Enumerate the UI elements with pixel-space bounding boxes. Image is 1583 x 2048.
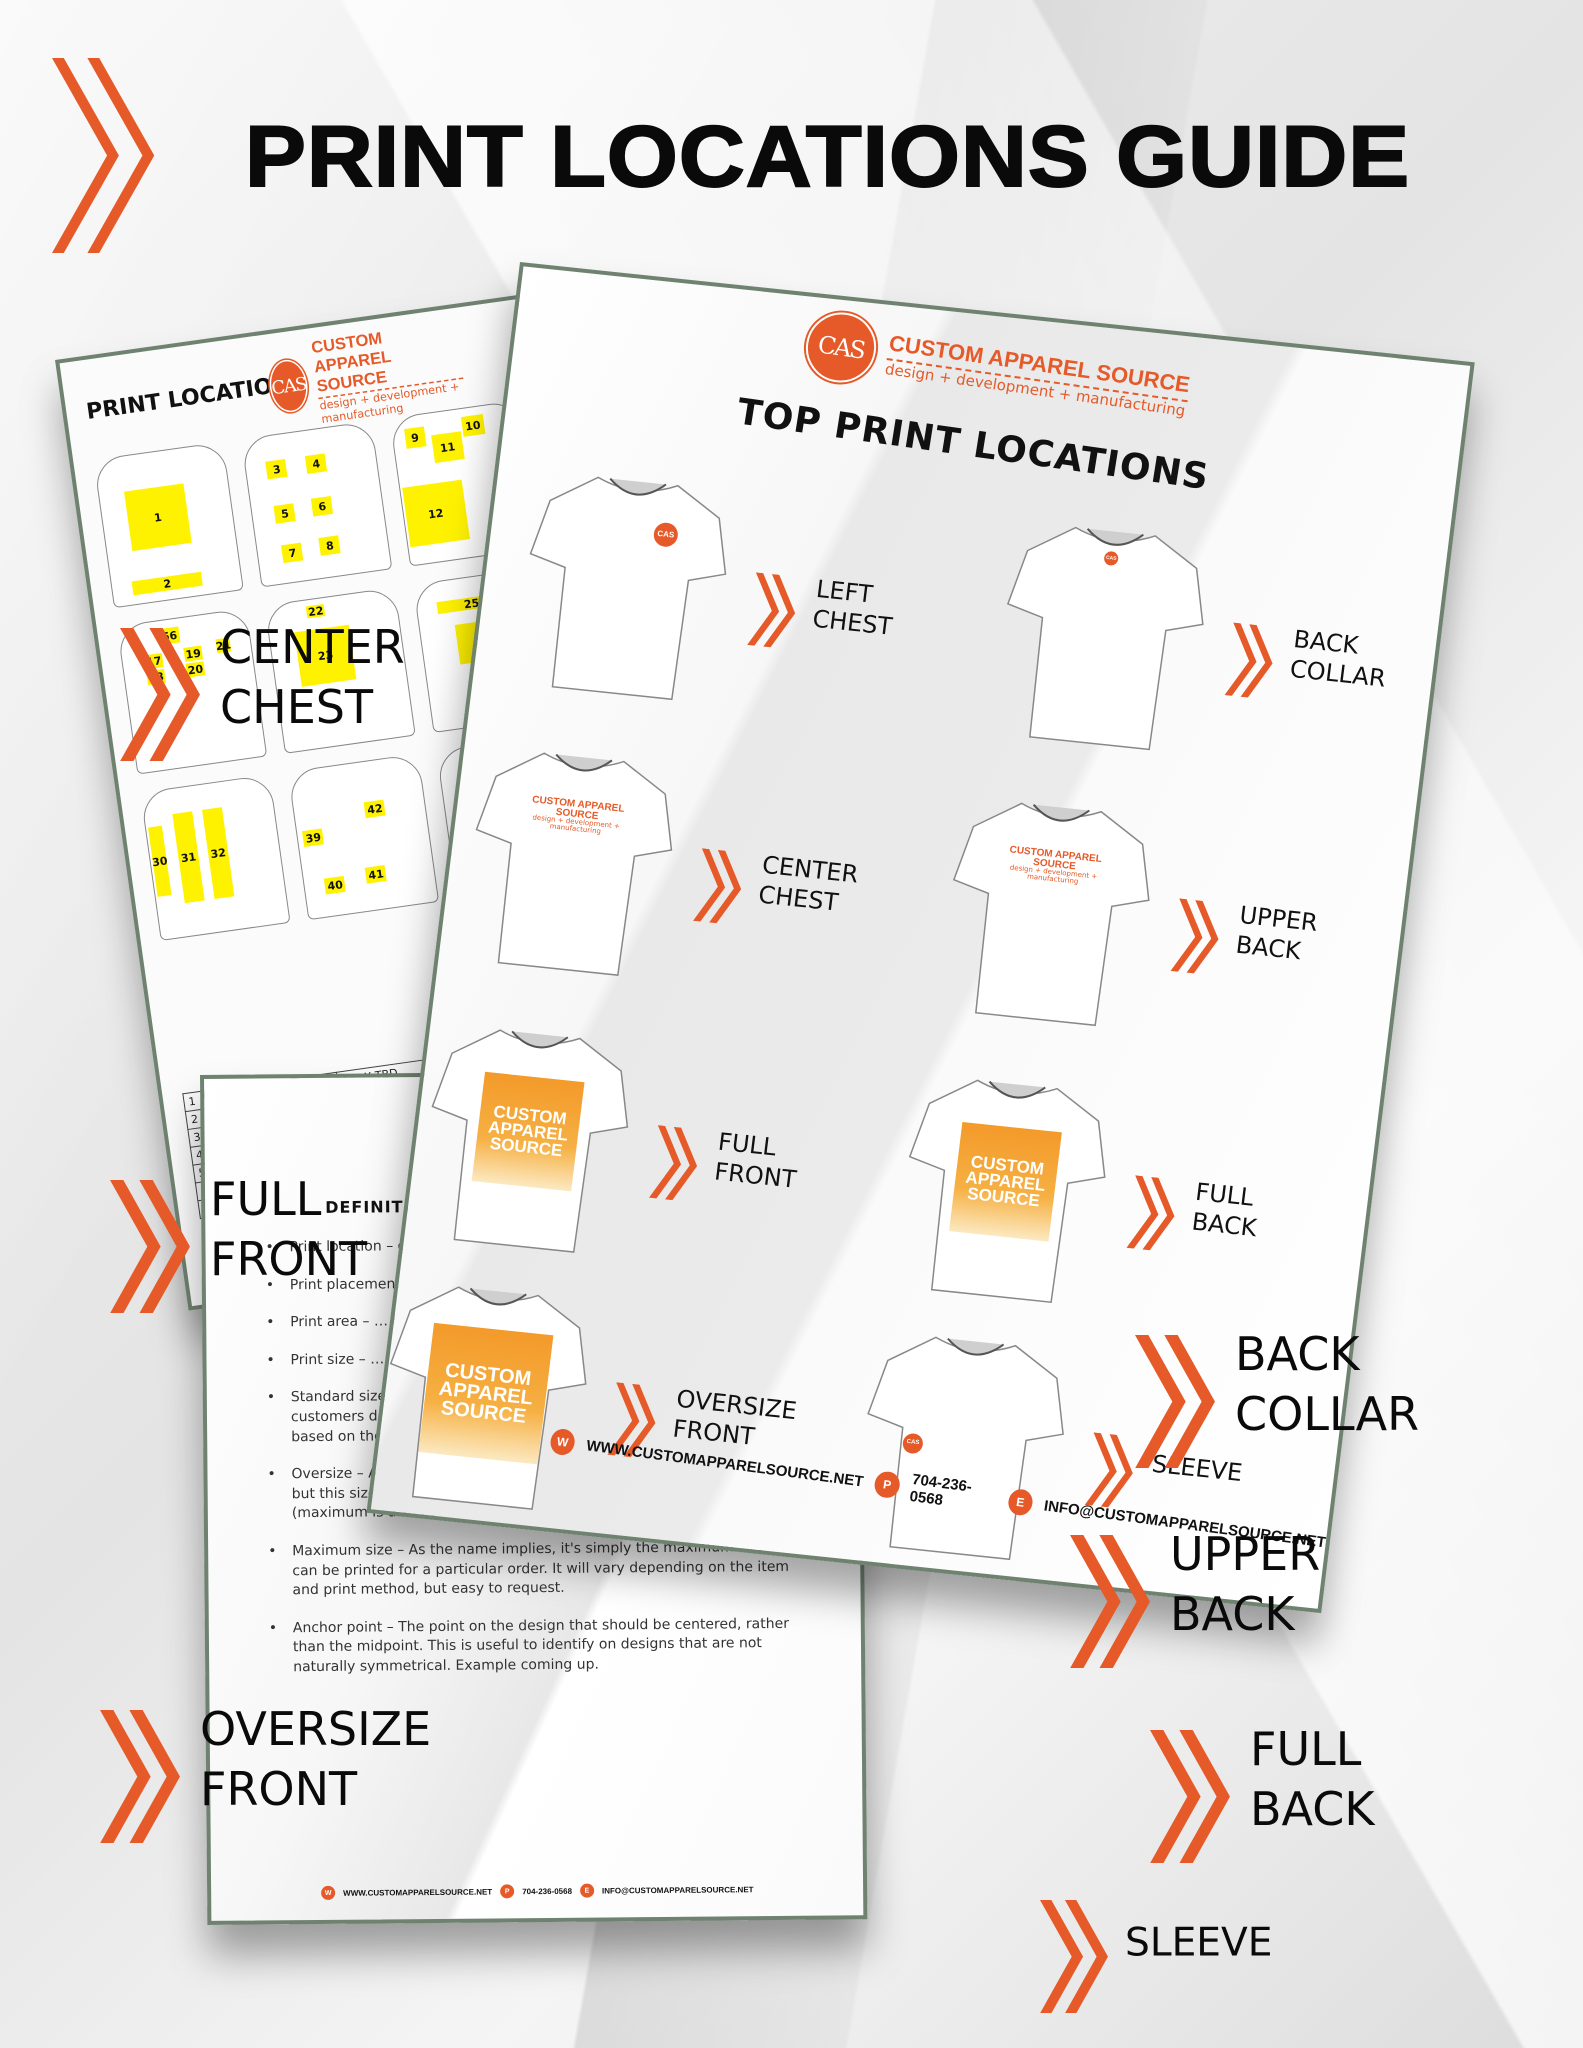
website-link[interactable]: WWW.CUSTOMAPPARELSOURCE.NET bbox=[343, 1886, 493, 1898]
page-title: PRINT LOCATIONS GUIDE bbox=[244, 108, 1411, 206]
cas-logo-icon: CAS bbox=[906, 1439, 920, 1447]
double-chevron-right-icon bbox=[100, 1709, 180, 1844]
overlay-label-text: UPPER BACK bbox=[1170, 1527, 1321, 1641]
overlay-location-label: FULL FRONT bbox=[110, 1170, 368, 1314]
location-number-box: 11 bbox=[430, 431, 465, 464]
location-number-box: 30 bbox=[147, 825, 172, 897]
location-number-box: 2 bbox=[131, 571, 203, 596]
location-number-box: 31 bbox=[172, 811, 205, 904]
location-number-box: 5 bbox=[273, 503, 297, 524]
overlay-label-text: FULL FRONT bbox=[210, 1172, 368, 1286]
overlay-location-label: SLEEVE bbox=[1040, 1900, 1273, 2014]
double-chevron-right-icon bbox=[746, 572, 800, 648]
tshirt-illustration: CAS bbox=[512, 459, 739, 708]
double-chevron-right-icon bbox=[607, 1382, 660, 1458]
double-chevron-right-icon bbox=[120, 627, 200, 762]
overlay-label-text: CENTER CHEST bbox=[220, 620, 405, 734]
double-chevron-right-icon bbox=[1126, 1175, 1179, 1251]
double-chevron-right-icon bbox=[1135, 1334, 1215, 1469]
cas-logo-icon: CAS bbox=[1105, 554, 1117, 562]
location-number-box: 10 bbox=[460, 414, 486, 437]
location-tile: CAS BACK COLLAR bbox=[989, 509, 1401, 778]
location-number-box: 6 bbox=[311, 495, 334, 517]
location-label: UPPER BACK bbox=[1234, 900, 1320, 966]
tshirt-illustration: CUSTOM APPAREL SOURCE bbox=[414, 1012, 641, 1261]
double-chevron-right-icon bbox=[110, 1179, 190, 1314]
location-tile: CUSTOM APPAREL SOURCE FULL BACK bbox=[891, 1062, 1272, 1327]
location-number-box: 7 bbox=[281, 542, 304, 564]
phone-number: 704-236-0568 bbox=[522, 1886, 573, 1896]
tshirt-illustration: CUSTOM APPAREL SOURCE bbox=[891, 1062, 1118, 1311]
overlay-label-text: SLEEVE bbox=[1125, 1918, 1273, 1965]
location-number-box: 9 bbox=[403, 426, 427, 449]
overlay-location-label: FULL BACK bbox=[1150, 1720, 1375, 1864]
location-number-box: 3 bbox=[265, 458, 288, 480]
location-number-box: 22 bbox=[306, 603, 326, 619]
phone-badge-icon: P bbox=[873, 1470, 901, 1500]
tshirt-illustration: CAS bbox=[989, 509, 1216, 758]
top-print-locations-sheet: CAS CUSTOM APPAREL SOURCE design + devel… bbox=[366, 262, 1475, 1614]
print-area-graphic-full-back: CUSTOM APPAREL SOURCE bbox=[949, 1121, 1062, 1242]
location-number-box: 4 bbox=[305, 453, 328, 474]
double-chevron-right-icon bbox=[1224, 622, 1277, 698]
location-number-box: 32 bbox=[202, 807, 235, 900]
phone-badge-icon: P bbox=[500, 1884, 515, 1899]
location-label: BACK COLLAR bbox=[1288, 625, 1388, 693]
location-number-box: 40 bbox=[324, 875, 347, 895]
location-number-box: 42 bbox=[363, 799, 386, 819]
location-number-box: 8 bbox=[318, 535, 341, 556]
double-chevron-right-icon bbox=[1150, 1729, 1230, 1864]
location-tile: CUSTOM APPAREL SOURCE FULL FRONT bbox=[414, 1012, 812, 1279]
web-badge-icon: W bbox=[321, 1885, 336, 1900]
tshirt-illustration: CAS bbox=[850, 1319, 1077, 1568]
overlay-location-label: CENTER CHEST bbox=[120, 618, 405, 762]
location-label: FULL FRONT bbox=[712, 1127, 798, 1194]
double-chevron-right-icon bbox=[1084, 1432, 1137, 1508]
location-tile: CAS LEFT CHEST bbox=[512, 459, 908, 726]
location-label: CENTER CHEST bbox=[756, 850, 860, 917]
double-chevron-right-icon bbox=[1070, 1534, 1150, 1669]
email-link[interactable]: INFO@CUSTOMAPPARELSOURCE.NET bbox=[601, 1884, 754, 1896]
print-area-graphic-full-front: CUSTOM APPAREL SOURCE bbox=[471, 1071, 585, 1192]
location-number-box: 39 bbox=[302, 828, 325, 848]
overlay-label-text: OVERSIZE FRONT bbox=[200, 1702, 432, 1816]
contact-footer: W WWW.CUSTOMAPPARELSOURCE.NET P 704-236-… bbox=[321, 1882, 754, 1900]
double-chevron-right-icon bbox=[52, 58, 170, 253]
tshirt-illustration: CUSTOM APPAREL SOURCE bbox=[372, 1269, 599, 1518]
print-text: CUSTOM APPAREL SOURCE bbox=[964, 1151, 1047, 1211]
email-badge-icon: E bbox=[579, 1883, 595, 1898]
garment-diagram: 39 40 41 42 bbox=[287, 753, 439, 921]
print-text: CUSTOM APPAREL SOURCE bbox=[437, 1358, 535, 1428]
overlay-label-text: BACK COLLAR bbox=[1235, 1327, 1420, 1441]
overlay-location-label: UPPER BACK bbox=[1070, 1525, 1321, 1669]
overlay-location-label: OVERSIZE FRONT bbox=[100, 1700, 432, 1844]
location-number-box: 1 bbox=[123, 483, 192, 552]
definition-item: Anchor point – The point on the design t… bbox=[269, 1614, 809, 1677]
print-area-graphic-oversize-front: CUSTOM APPAREL SOURCE bbox=[418, 1322, 554, 1465]
double-chevron-right-icon bbox=[1040, 1900, 1108, 2014]
location-number-box: 12 bbox=[401, 479, 470, 548]
overlay-label-text: FULL BACK bbox=[1250, 1722, 1375, 1836]
double-chevron-right-icon bbox=[1170, 898, 1223, 974]
cas-logo-icon: CAS bbox=[656, 529, 675, 540]
overlay-location-label: BACK COLLAR bbox=[1135, 1325, 1420, 1469]
cas-logo-icon: CAS bbox=[266, 357, 311, 415]
email-badge-icon: E bbox=[1006, 1487, 1035, 1517]
location-label: LEFT CHEST bbox=[810, 574, 894, 641]
cas-logo-icon: CAS bbox=[800, 308, 882, 387]
web-badge-icon: W bbox=[548, 1427, 577, 1457]
double-chevron-right-icon bbox=[692, 848, 746, 924]
double-chevron-right-icon bbox=[648, 1125, 702, 1201]
location-number-box: 41 bbox=[365, 865, 388, 884]
location-label: FULL BACK bbox=[1190, 1177, 1259, 1243]
print-text: CUSTOM APPAREL SOURCE bbox=[487, 1101, 570, 1161]
